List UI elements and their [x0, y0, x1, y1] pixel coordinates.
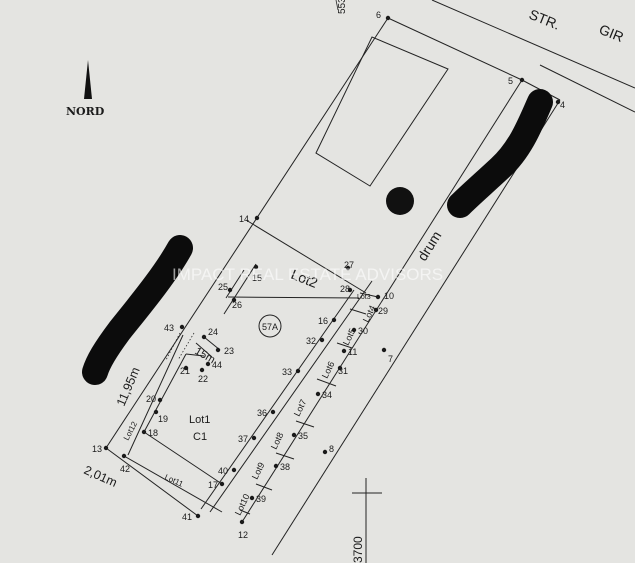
- survey-point-label: 24: [208, 327, 218, 337]
- survey-point-marker: [331, 317, 337, 323]
- survey-point-label: 32: [306, 336, 316, 346]
- survey-point-marker: [375, 294, 381, 300]
- survey-point-marker: [179, 324, 185, 330]
- survey-point-marker: [322, 449, 328, 455]
- north-arrow-icon: NORD: [66, 60, 105, 118]
- building-footprint: [315, 36, 449, 187]
- survey-point-marker: [319, 337, 325, 343]
- survey-point-label: 10: [384, 291, 394, 301]
- survey-point-marker: [195, 513, 201, 519]
- main-lot-line1: Lot1: [189, 414, 210, 426]
- survey-point-marker: [373, 307, 379, 313]
- survey-point-label: 34: [322, 390, 332, 400]
- survey-point-label: 20: [146, 394, 156, 404]
- survey-point-marker: [385, 15, 391, 21]
- survey-point-label: 5: [508, 76, 513, 86]
- survey-point-marker: [315, 391, 321, 397]
- survey-point-marker: [231, 297, 237, 303]
- survey-point-label: 14: [239, 214, 249, 224]
- survey-point-marker: [337, 365, 343, 371]
- survey-point-marker: [341, 348, 347, 354]
- survey-point-label: 42: [120, 464, 130, 474]
- survey-point-label: 17: [208, 480, 218, 490]
- survey-point-label: 19: [158, 414, 168, 424]
- survey-point-marker: [199, 367, 205, 373]
- survey-point-marker: [239, 519, 245, 525]
- survey-point-marker: [519, 77, 525, 83]
- survey-point-label: 33: [282, 367, 292, 377]
- survey-point-marker: [295, 368, 301, 374]
- survey-point-marker: [351, 327, 357, 333]
- survey-point-marker: [555, 99, 561, 105]
- survey-point-label: 11: [348, 347, 357, 357]
- survey-point-label: 21: [180, 366, 190, 376]
- survey-point-label: 29: [378, 306, 388, 316]
- coord-top-partial: 553: [337, 0, 348, 14]
- survey-point-label: 6: [376, 10, 381, 20]
- parcel-id-label: 57A: [262, 322, 278, 332]
- redaction-marks: [82, 89, 553, 385]
- lot-label: Lot3: [357, 294, 371, 301]
- survey-point-marker: [215, 347, 221, 353]
- parcel-id-badge: 57A: [258, 314, 282, 338]
- survey-point-marker: [157, 397, 163, 403]
- grid-crosshair: [352, 478, 382, 563]
- lot-divisions: [123, 219, 379, 515]
- survey-point-label: 16: [318, 316, 328, 326]
- survey-point-label: 44: [212, 360, 222, 370]
- main-lot-line2: C1: [193, 431, 207, 443]
- survey-point-label: 36: [257, 408, 267, 418]
- survey-point-label: 26: [232, 300, 242, 310]
- survey-point-marker: [253, 264, 259, 270]
- survey-point-marker: [249, 495, 255, 501]
- survey-point-label: 37: [238, 434, 248, 444]
- coord-bottom-label: 3700: [351, 536, 365, 563]
- survey-point-marker: [153, 409, 159, 415]
- survey-point-label: 38: [280, 462, 290, 472]
- survey-point-marker: [219, 481, 225, 487]
- survey-point-label: 39: [256, 494, 266, 504]
- survey-point-marker: [205, 361, 211, 367]
- survey-point-marker: [270, 409, 276, 415]
- survey-point-marker: [273, 463, 279, 469]
- survey-point-label: 12: [238, 530, 248, 540]
- survey-point-marker: [231, 467, 237, 473]
- survey-point-label: 35: [298, 431, 308, 441]
- survey-point-label: 7: [388, 354, 393, 364]
- survey-point-marker: [254, 215, 260, 221]
- survey-point-marker: [103, 445, 109, 451]
- survey-point-label: 30: [358, 326, 368, 336]
- survey-point-label: 43: [164, 323, 174, 333]
- survey-point-label: 15: [252, 273, 262, 283]
- survey-point-marker: [291, 432, 297, 438]
- street-lines: [335, 0, 635, 113]
- survey-point-label: 28: [340, 284, 350, 294]
- survey-point-marker: [227, 287, 233, 293]
- survey-point-label: 23: [224, 346, 234, 356]
- survey-point-label: 31: [338, 366, 348, 376]
- survey-point-marker: [121, 453, 127, 459]
- survey-point-label: 27: [344, 260, 354, 270]
- survey-point-marker: [381, 347, 387, 353]
- survey-point-label: 25: [218, 282, 228, 292]
- survey-point-marker: [141, 429, 147, 435]
- survey-point-label: 18: [148, 428, 158, 438]
- survey-point-marker: [201, 334, 207, 340]
- north-label: NORD: [66, 105, 105, 118]
- survey-point-label: 8: [329, 444, 334, 454]
- survey-point-label: 4: [560, 100, 565, 110]
- watermark: IMPACT REAL ESTATE ADVISORS: [172, 265, 443, 284]
- survey-point-marker: [251, 435, 257, 441]
- survey-point-label: 22: [198, 374, 208, 384]
- survey-point-label: 40: [218, 466, 228, 476]
- survey-point-label: 13: [92, 444, 102, 454]
- survey-point-marker: [183, 365, 189, 371]
- survey-point-label: 41: [182, 512, 192, 522]
- survey-point-marker: [347, 287, 353, 293]
- survey-point-marker: [345, 265, 351, 271]
- well-marker: [386, 187, 414, 215]
